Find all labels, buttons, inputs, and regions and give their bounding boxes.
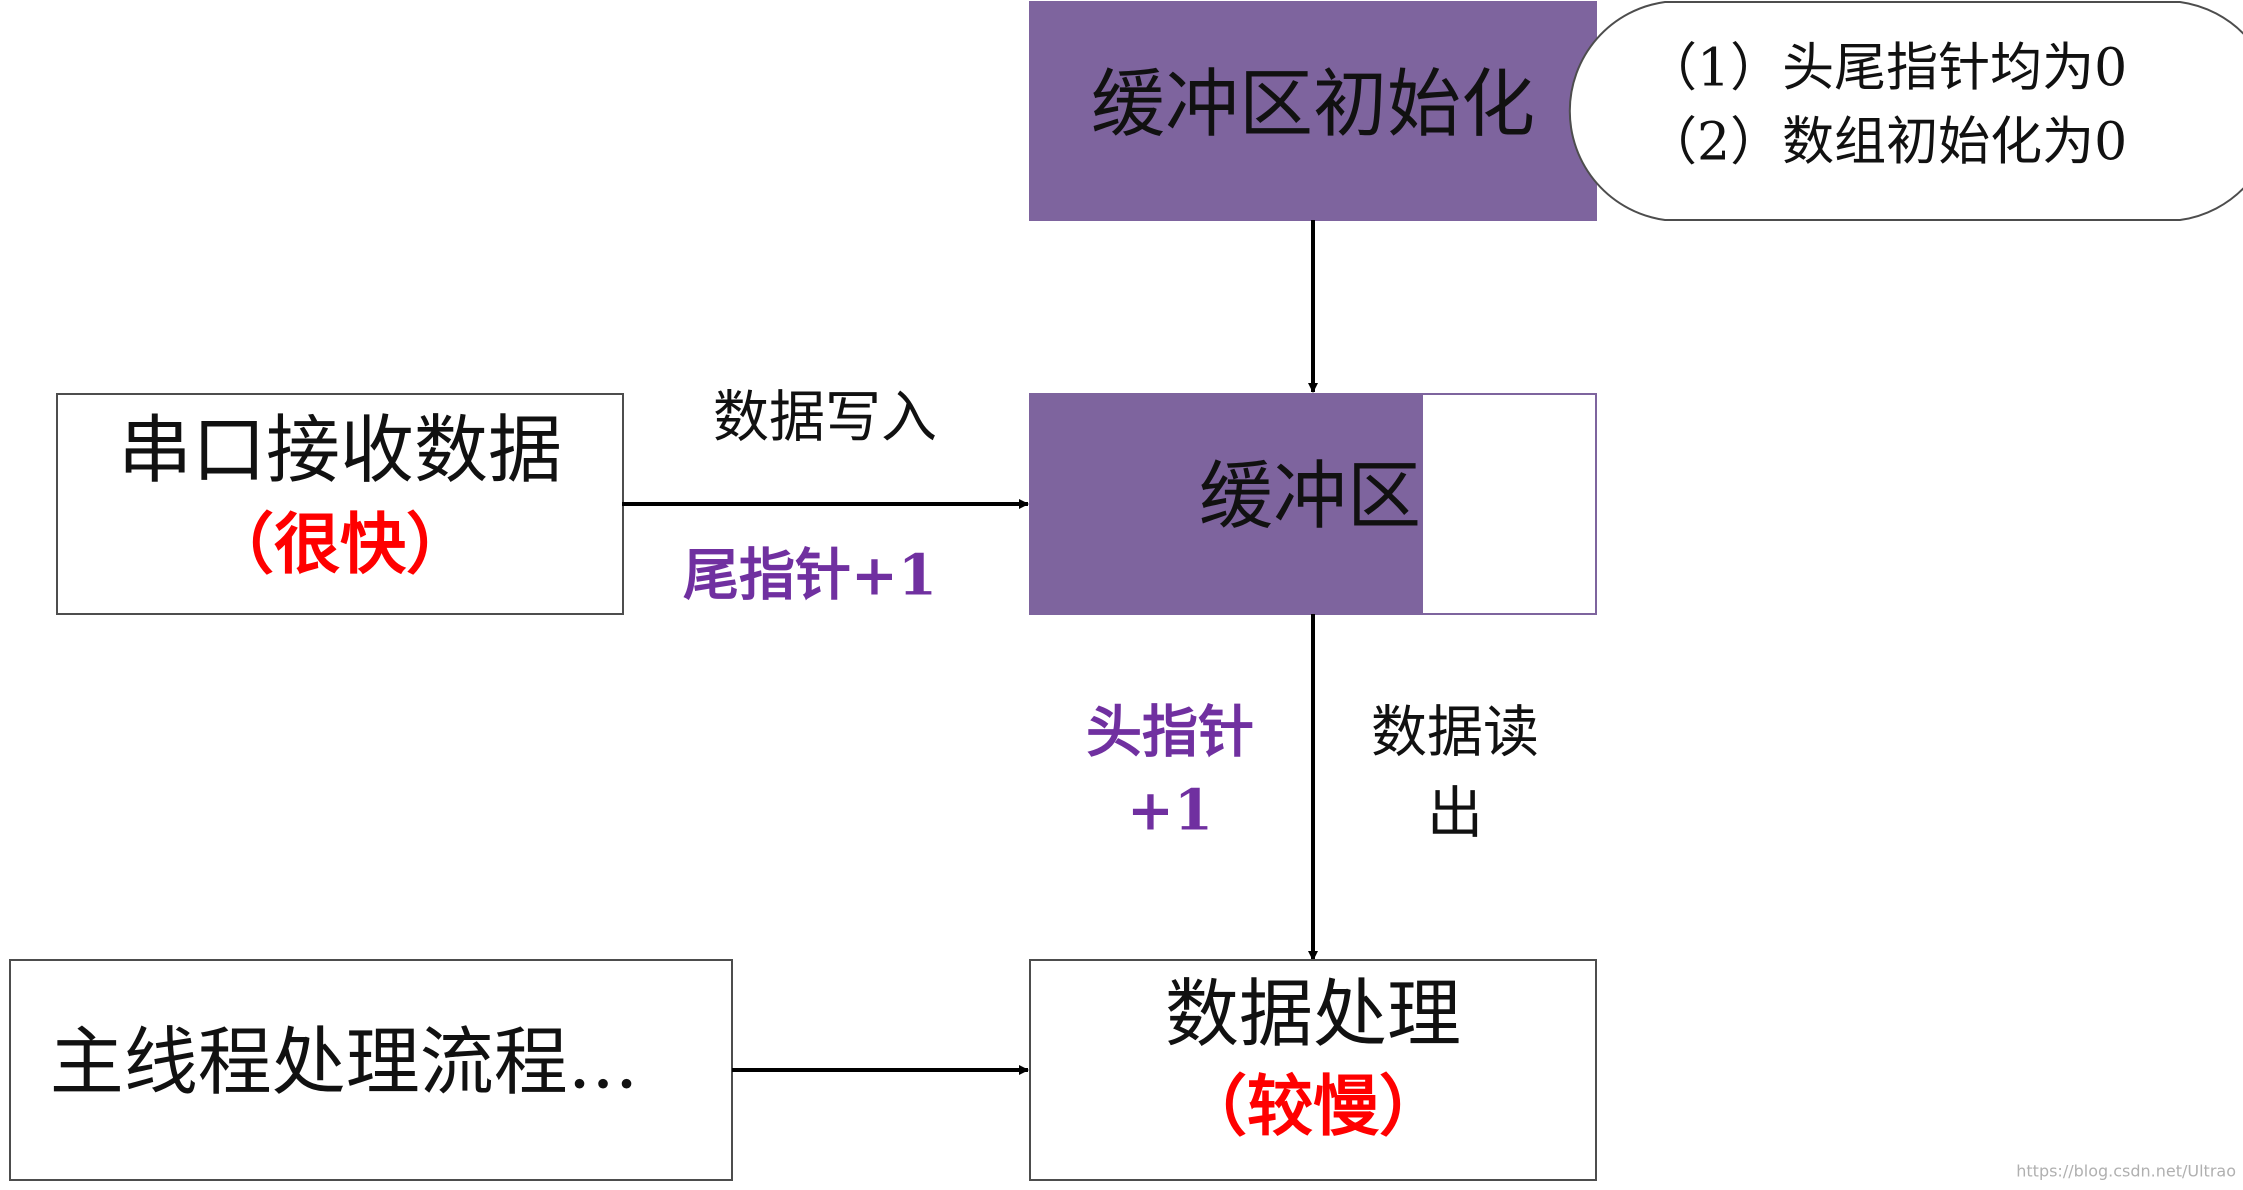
buffer-fill: [1030, 394, 1423, 614]
node-main-thread-label: 主线程处理流程...: [50, 1019, 639, 1105]
node-main-thread: 主线程处理流程...: [9, 959, 733, 1181]
node-buffer-label: 缓冲区: [1199, 453, 1421, 539]
edge-head-pointer-label-1: 头指针: [1086, 700, 1254, 766]
watermark: https://blog.csdn.net/Ultrao: [2016, 1162, 2236, 1181]
edge-write-label: 数据写入: [713, 386, 937, 451]
node-buffer-init-label: 缓冲区初始化: [1091, 61, 1535, 147]
edge-tail-pointer-label: 尾指针+1: [683, 543, 937, 609]
node-data-processing-label: 数据处理: [1165, 971, 1461, 1057]
node-data-processing: 数据处理 （较慢）: [1029, 959, 1597, 1181]
edge-read-label-2: 出: [1427, 782, 1483, 847]
init-note-line-2: （2）数组初始化为0: [1645, 113, 2127, 173]
node-serial-receive: 串口接收数据 （很快）: [56, 393, 624, 615]
node-buffer: 缓冲区: [1029, 393, 1597, 615]
node-serial-receive-speed: （很快）: [208, 505, 472, 583]
edge-head-pointer-label-2: +1: [1127, 778, 1213, 844]
node-serial-receive-label: 串口接收数据: [118, 407, 562, 493]
edge-read-label-1: 数据读: [1371, 701, 1539, 766]
init-note: （1）头尾指针均为0 （2）数组初始化为0: [1568, 0, 2243, 221]
node-buffer-init: 缓冲区初始化: [1029, 1, 1597, 221]
node-data-processing-speed: （较慢）: [1181, 1067, 1445, 1145]
init-note-line-1: （1）头尾指针均为0: [1645, 39, 2127, 99]
